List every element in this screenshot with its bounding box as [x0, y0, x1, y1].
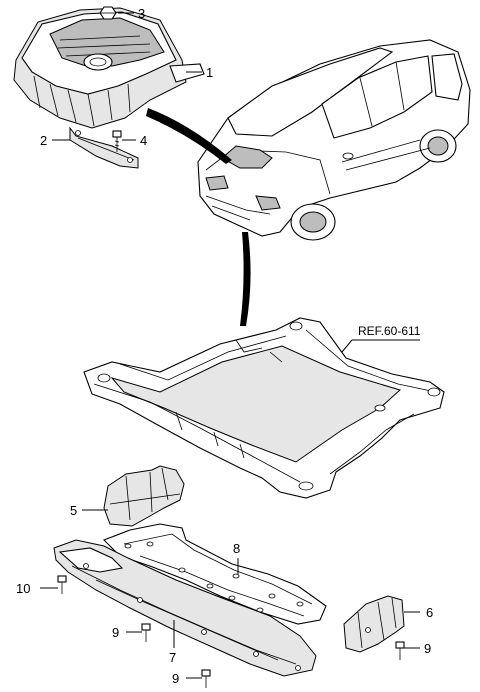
under-cover-8[interactable]	[103, 523, 327, 625]
callout-7: 7	[169, 650, 176, 665]
reference-label[interactable]: REF.60-611	[358, 324, 421, 338]
bolt-10[interactable]	[57, 575, 67, 594]
bolt-9-left[interactable]	[141, 623, 151, 642]
bolt-9-bottom[interactable]	[201, 669, 211, 688]
callout-9-left: 9	[112, 625, 119, 640]
callout-3: 3	[138, 6, 145, 21]
leader-swoosh-engine	[146, 108, 232, 164]
callout-1: 1	[206, 65, 213, 80]
bracket-2[interactable]	[69, 126, 139, 169]
engine-cover[interactable]	[13, 7, 205, 129]
callout-5: 5	[70, 503, 77, 518]
bolt-4[interactable]	[112, 130, 122, 152]
under-cover-7[interactable]	[53, 539, 317, 677]
callout-6: 6	[426, 605, 433, 620]
leader-swoosh-subframe	[240, 232, 251, 326]
splash-shield-5[interactable]	[103, 465, 185, 527]
callout-10: 10	[16, 581, 30, 596]
callout-8: 8	[233, 541, 240, 556]
leader-lines	[40, 12, 420, 679]
callout-9-right: 9	[424, 641, 431, 656]
splash-shield-6[interactable]	[343, 595, 405, 653]
callout-4: 4	[140, 133, 147, 148]
bolt-3[interactable]	[99, 6, 117, 20]
callout-2: 2	[40, 133, 47, 148]
sub-frame	[83, 317, 445, 499]
bolt-9-right[interactable]	[395, 641, 405, 660]
vehicle-illustration	[197, 39, 471, 241]
callout-9-bottom: 9	[172, 671, 179, 686]
